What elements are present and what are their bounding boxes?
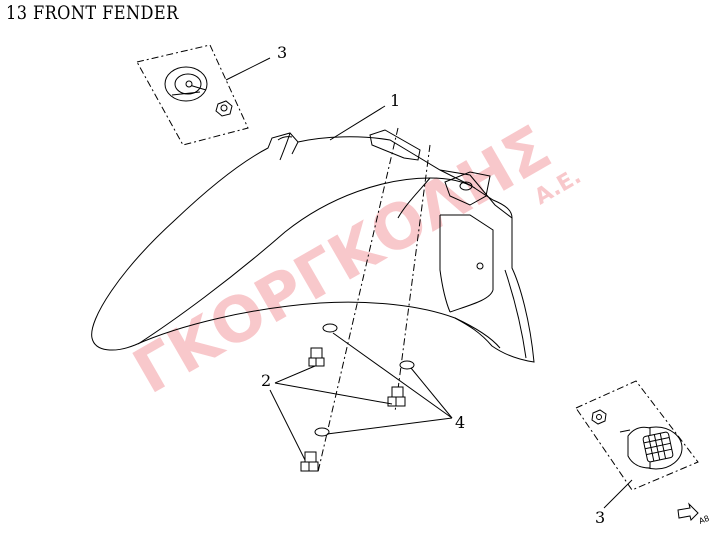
reflector-bottom-part [575,380,699,491]
watermark: ΓΚΟΡΓΚΟΛΗΣ A.E. [121,111,586,408]
callout-1: 1 [390,91,400,110]
bolt-middle [387,386,406,407]
callout-4: 4 [455,413,465,432]
diagram-title: 13 FRONT FENDER [6,2,179,24]
bolt-parts [300,347,406,472]
watermark-brand-text: ΓΚΟΡΓΚΟΛΗΣ [121,111,563,408]
reflector-grid [643,433,672,462]
assembly-centerlines [317,127,431,473]
washer-right [399,360,415,370]
washer-parts [314,323,415,437]
callout-numbers: 3 1 2 4 3 [261,43,605,527]
callout-2: 2 [261,371,271,390]
reflector-top-part [136,44,249,146]
reflector-bottom-nut [591,409,607,425]
callout-3-top: 3 [277,43,287,62]
next-arrow-icon [677,502,699,521]
front-fender-part [91,129,535,363]
washer-lower [314,427,330,437]
leader-lines [225,57,633,509]
callout-3-bottom: 3 [595,508,605,527]
bolt-lower [300,451,319,472]
page-continuation-mark: A8 [677,502,711,526]
corner-code: A8 [698,514,711,526]
bolt-upper [308,347,325,367]
reflector-top-nut [215,100,233,117]
washer-upper-left [322,323,338,333]
